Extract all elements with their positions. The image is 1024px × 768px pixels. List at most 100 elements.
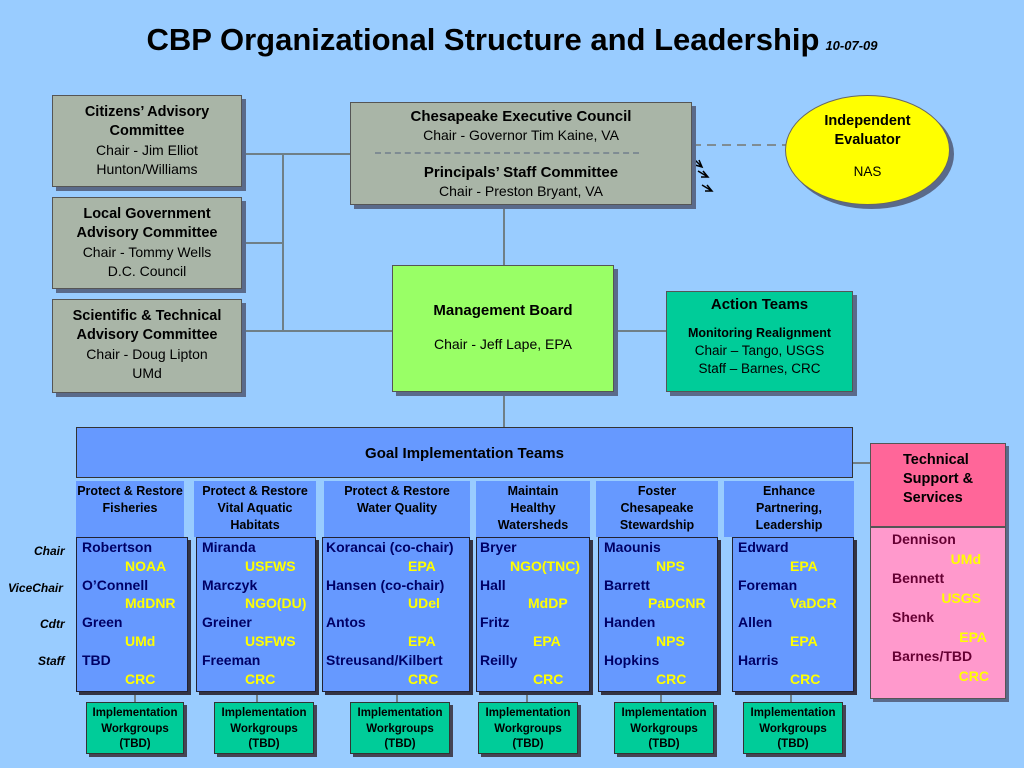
workgroup-label: Implementation Workgroups (TBD) [221, 707, 307, 750]
member-org: MdDNR [125, 595, 176, 612]
member-name: Hopkins [604, 651, 660, 668]
row-label-cdtr: Cdtr [40, 617, 65, 631]
action-teams-title: Action Teams [710, 296, 809, 313]
technical-support-title: Technical Support & Services [903, 452, 974, 506]
member-name: Bryer [480, 539, 517, 555]
evaluator-title: Independent Evaluator [824, 113, 911, 148]
technical-support-header: Technical Support & Services [870, 443, 1006, 527]
member-name: Korancai (co-chair) [326, 539, 454, 555]
management-board-title: Management Board [433, 302, 573, 319]
member-name: Barnes/TBD [892, 648, 973, 664]
divider [375, 152, 639, 154]
member-org: CRC [958, 667, 989, 684]
goal-team-water-quality-members: Korancai (co-chair) EPA Hansen (co-chair… [322, 537, 470, 692]
goal-team-habitats-header: Protect & Restore Vital Aquatic Habitats [194, 481, 316, 537]
member-name: Shenk [892, 609, 935, 625]
committee-chair: Chair - Tommy Wells [82, 244, 212, 260]
goal-implementation-teams-header: Goal Implementation Teams [76, 427, 853, 478]
member-org: VaDCR [790, 595, 837, 612]
goal-team-fisheries-header: Protect & Restore Fisheries [76, 481, 184, 537]
action-teams-staff: Staff – Barnes, CRC [698, 361, 821, 376]
goal-team-fisheries-members: Robertson NOAA O’Connell MdDNR Green UMd… [76, 537, 188, 692]
goal-team-partnering-header: Enhance Partnering, Leadership [724, 481, 854, 537]
member-name: Handen [604, 614, 656, 631]
member-org: EPA [790, 557, 818, 574]
connector [503, 205, 505, 267]
psc-title: Principals’ Staff Committee [423, 164, 619, 181]
committee-affiliation: UMd [132, 365, 162, 381]
connector [242, 153, 350, 155]
member-org: EPA [408, 632, 436, 649]
implementation-workgroups: Implementation Workgroups (TBD) [86, 702, 184, 754]
workgroup-label: Implementation Workgroups (TBD) [485, 707, 571, 750]
member-org: UDel [408, 595, 440, 612]
member-org: NGO(TNC) [510, 557, 580, 574]
goal-team-habitats-members: Miranda USFWS Marczyk NGO(DU) Greiner US… [196, 537, 316, 692]
member-name: Green [82, 614, 123, 631]
evaluator-connector [692, 144, 798, 192]
connector [526, 692, 528, 702]
member-name: Maounis [604, 539, 661, 555]
committee-chair: Chair - Jim Elliot [96, 142, 198, 158]
goal-team-title: Protect & Restore Fisheries [77, 484, 183, 515]
committee-name: Citizens’ Advisory Committee [84, 104, 210, 139]
implementation-workgroups: Implementation Workgroups (TBD) [614, 702, 714, 754]
goal-team-title: Protect & Restore Vital Aquatic Habitats [202, 484, 308, 532]
connector [853, 462, 873, 464]
member-org: USFWS [245, 557, 296, 574]
implementation-workgroups: Implementation Workgroups (TBD) [478, 702, 578, 754]
member-org: CRC [408, 670, 439, 687]
goal-team-title: Foster Chesapeake Stewardship [619, 484, 695, 532]
member-name: TBD [82, 651, 111, 668]
independent-evaluator: Independent Evaluator NAS [785, 95, 950, 205]
goal-team-partnering-members: Edward EPA Foreman VaDCR Allen EPA Harri… [732, 537, 854, 692]
management-board-chair: Chair - Jeff Lape, EPA [434, 336, 572, 352]
member-name: Dennison [892, 531, 956, 547]
goal-team-stewardship-header: Foster Chesapeake Stewardship [596, 481, 718, 537]
member-org: MdDP [528, 595, 568, 612]
member-org: CRC [125, 670, 156, 687]
goal-implementation-teams-title: Goal Implementation Teams [365, 445, 564, 462]
workgroup-label: Implementation Workgroups (TBD) [621, 707, 707, 750]
committee-affiliation: D.C. Council [107, 263, 187, 279]
member-org: NPS [656, 632, 685, 649]
citizens-advisory-committee: Citizens’ Advisory Committee Chair - Jim… [52, 95, 242, 187]
goal-team-title: Maintain Healthy Watersheds [497, 484, 569, 532]
title-text: CBP Organizational Structure and Leaders… [146, 22, 820, 57]
member-org: EPA [408, 557, 436, 574]
member-name: Greiner [202, 614, 252, 631]
member-name: Miranda [202, 539, 256, 555]
connector [503, 392, 505, 428]
member-org: CRC [245, 670, 276, 687]
page-title: CBP Organizational Structure and Leaders… [0, 22, 1024, 58]
member-org: CRC [790, 670, 821, 687]
member-org: UMd [950, 550, 981, 567]
action-teams-subtitle: Monitoring Realignment [687, 326, 832, 340]
member-org: PaDCNR [648, 595, 706, 612]
action-teams-chair: Chair – Tango, USGS [694, 343, 825, 358]
member-name: Allen [738, 614, 773, 631]
member-name: Streusand/Kilbert [326, 651, 443, 668]
member-org: NOAA [125, 557, 167, 574]
member-org: USGS [941, 589, 981, 606]
committee-chair: Chair - Doug Lipton [86, 346, 208, 362]
member-name: Hall [480, 576, 506, 593]
connector [242, 242, 282, 244]
member-org: EPA [959, 628, 987, 645]
local-government-advisory-committee: Local Government Advisory Committee Chai… [52, 197, 242, 289]
member-name: Reilly [480, 651, 518, 668]
connector [660, 692, 662, 702]
member-org: UMd [125, 632, 156, 649]
member-name: Edward [738, 539, 789, 555]
connector [134, 692, 136, 702]
committee-affiliation: Hunton/Williams [96, 161, 198, 177]
member-name: Foreman [738, 576, 798, 593]
member-org: CRC [533, 670, 564, 687]
goal-team-watersheds-members: Bryer NGO(TNC) Hall MdDP Fritz EPA Reill… [476, 537, 590, 692]
member-org: NPS [656, 557, 685, 574]
executive-council-box: Chesapeake Executive Council Chair - Gov… [350, 102, 692, 205]
member-name: Freeman [202, 651, 261, 668]
implementation-workgroups: Implementation Workgroups (TBD) [350, 702, 450, 754]
connector [256, 692, 258, 702]
member-org: CRC [656, 670, 687, 687]
